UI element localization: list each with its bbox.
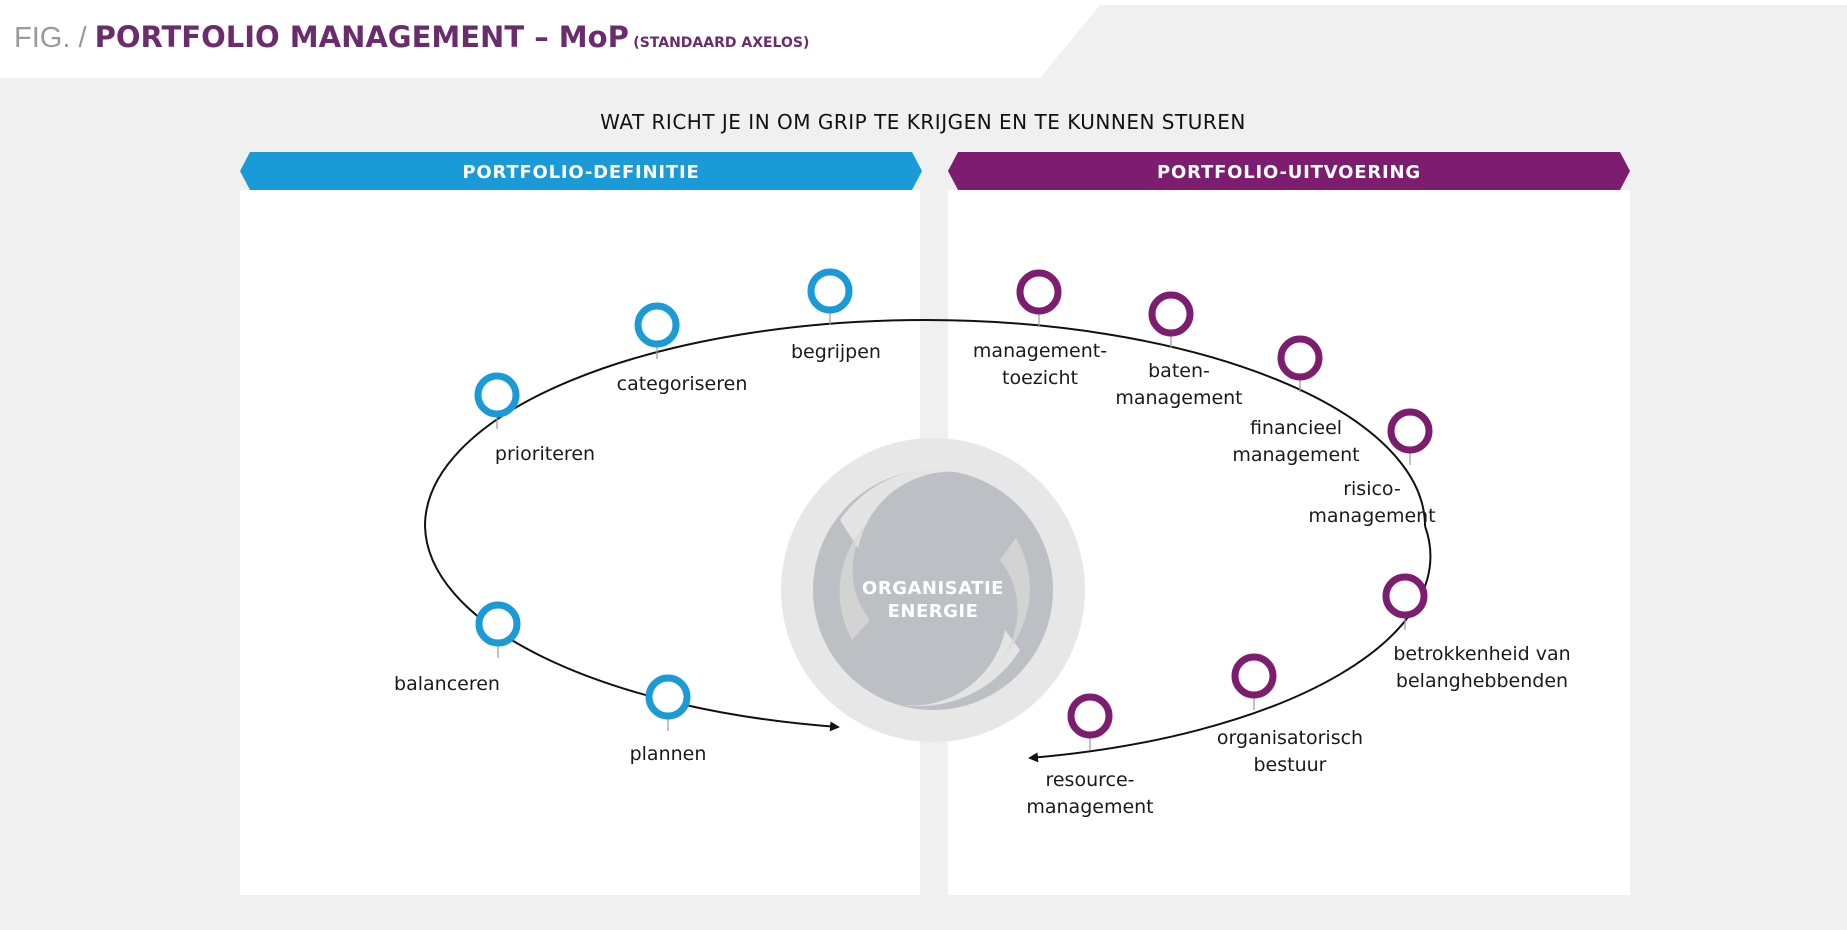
execution-step-label: management [1115,387,1242,409]
execution-step-label: betrokkenheid van [1393,643,1570,665]
definition-banner-label: PORTFOLIO-DEFINITIE [462,162,699,183]
center-line-1: ORGANISATIE [862,578,1004,599]
execution-node-marker [1016,269,1062,315]
execution-step-label: management [1232,444,1359,466]
execution-step-label: management- [973,340,1107,362]
figure-main-title: PORTFOLIO MANAGEMENT – MoP [94,20,629,54]
definition-node-marker [645,674,691,720]
definition-banner [240,152,922,190]
definition-step-label: plannen [630,743,707,765]
execution-step-label: toezicht [1002,367,1078,389]
figure-subtitle: (STANDAARD AXELOS) [633,35,810,51]
organisation-energy-emblem: ORGANISATIE ENERGIE [781,438,1085,742]
question-heading: WAT RICHT JE IN OM GRIP TE KRIJGEN EN TE… [600,110,1246,134]
execution-step-label: resource- [1045,769,1134,791]
execution-banner [948,152,1630,190]
definition-node-marker [474,372,520,418]
center-line-2: ENERGIE [888,601,979,622]
execution-step-label: financieel [1250,417,1342,439]
definition-node-marker [807,268,853,314]
execution-node-marker [1231,653,1277,699]
cycle-arrow-right [1028,525,1432,763]
definition-step-label: categoriseren [617,373,748,395]
execution-node-marker [1067,693,1113,739]
execution-banner-label: PORTFOLIO-UITVOERING [1157,162,1421,183]
figure-prefix: FIG. / [14,22,95,54]
definition-step-label: begrijpen [791,341,881,363]
figure-title: FIG. / PORTFOLIO MANAGEMENT – MoP (STAND… [14,20,809,55]
definition-node-marker [475,601,521,647]
execution-node-marker [1387,408,1433,454]
execution-node-marker [1382,573,1428,619]
definition-step-label: balanceren [394,673,500,695]
execution-node-marker [1148,291,1194,337]
execution-step-label: management [1308,505,1435,527]
execution-step-label: organisatorisch [1217,727,1363,749]
execution-step-label: risico- [1343,478,1401,500]
execution-node-marker [1277,335,1323,381]
definition-node-marker [634,302,680,348]
execution-step-label: baten- [1148,360,1210,382]
execution-step-label: belanghebbenden [1396,670,1568,692]
execution-step-label: management [1026,796,1153,818]
definition-step-label: prioriteren [495,443,595,465]
cycle-nodes: begrijpen categoriseren prioriteren balance… [394,268,1571,818]
execution-step-label: bestuur [1254,754,1327,776]
cycle-arrow-left [424,525,840,732]
cycle-ellipse [424,319,1426,527]
